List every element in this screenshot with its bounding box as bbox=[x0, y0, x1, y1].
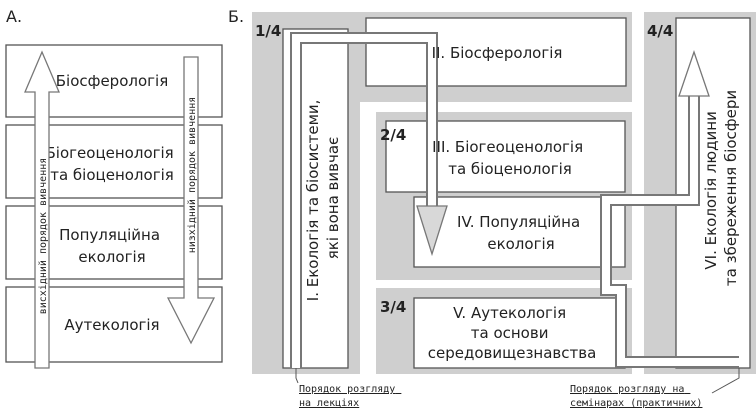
lecture-note: Порядок розгляду на лекціях bbox=[295, 368, 401, 409]
level-text-autecology: Аутекологія bbox=[64, 316, 159, 334]
level-text-biosphere: Біосферологія bbox=[56, 72, 168, 90]
box-v-text: V. Аутекологія та основи середовищезнавс… bbox=[428, 304, 597, 362]
quarter-3-label: 3/4 bbox=[380, 298, 406, 316]
ascending-arrow-label: висхідний порядок вивчення bbox=[37, 158, 49, 315]
ascending-arrow bbox=[24, 50, 60, 369]
box-vi-text: VI. Екологія людини та збереження біосфе… bbox=[702, 90, 740, 286]
seminar-arrowhead bbox=[678, 49, 710, 97]
box-iv bbox=[413, 196, 626, 268]
level-text-population: Популяційна екологія bbox=[59, 226, 165, 266]
descending-arrow bbox=[166, 56, 216, 345]
box-iii bbox=[385, 120, 626, 193]
quarter-labels: 1/4 2/4 3/4 4/4 bbox=[255, 22, 673, 316]
box-iii-text: ІІІ. Біогеоценологія та біоценологія bbox=[432, 138, 588, 178]
descending-arrow-label: низхідний порядок вивчення bbox=[186, 97, 198, 254]
box-i-text: І. Екологія та біосистеми, які вона вивч… bbox=[304, 95, 342, 301]
box-v bbox=[413, 297, 626, 369]
quarter-4-label: 4/4 bbox=[647, 22, 673, 40]
level-text-biogeocenology: Біогеоценологія та біоценологія bbox=[46, 144, 179, 184]
box-ii-text: ІІ. Біосферологія bbox=[432, 44, 563, 62]
seminar-note: Порядок розгляду на семінарах (практични… bbox=[570, 368, 740, 409]
quarter-2-label: 2/4 bbox=[380, 126, 406, 144]
panel-b-label: Б. bbox=[228, 7, 244, 26]
seminar-note-text: Порядок розгляду на семінарах (практични… bbox=[570, 384, 702, 409]
lecture-note-text: Порядок розгляду на лекціях bbox=[299, 384, 401, 409]
quarter-1-label: 1/4 bbox=[255, 22, 281, 40]
seminar-path bbox=[600, 49, 739, 368]
panel-a-label: А. bbox=[6, 7, 22, 26]
lecture-path bbox=[290, 32, 448, 368]
topic-boxes bbox=[282, 17, 751, 369]
box-iv-text: IV. Популяційна екологія bbox=[457, 213, 585, 253]
box-ii bbox=[365, 17, 627, 87]
lecture-arrowhead bbox=[416, 205, 448, 257]
